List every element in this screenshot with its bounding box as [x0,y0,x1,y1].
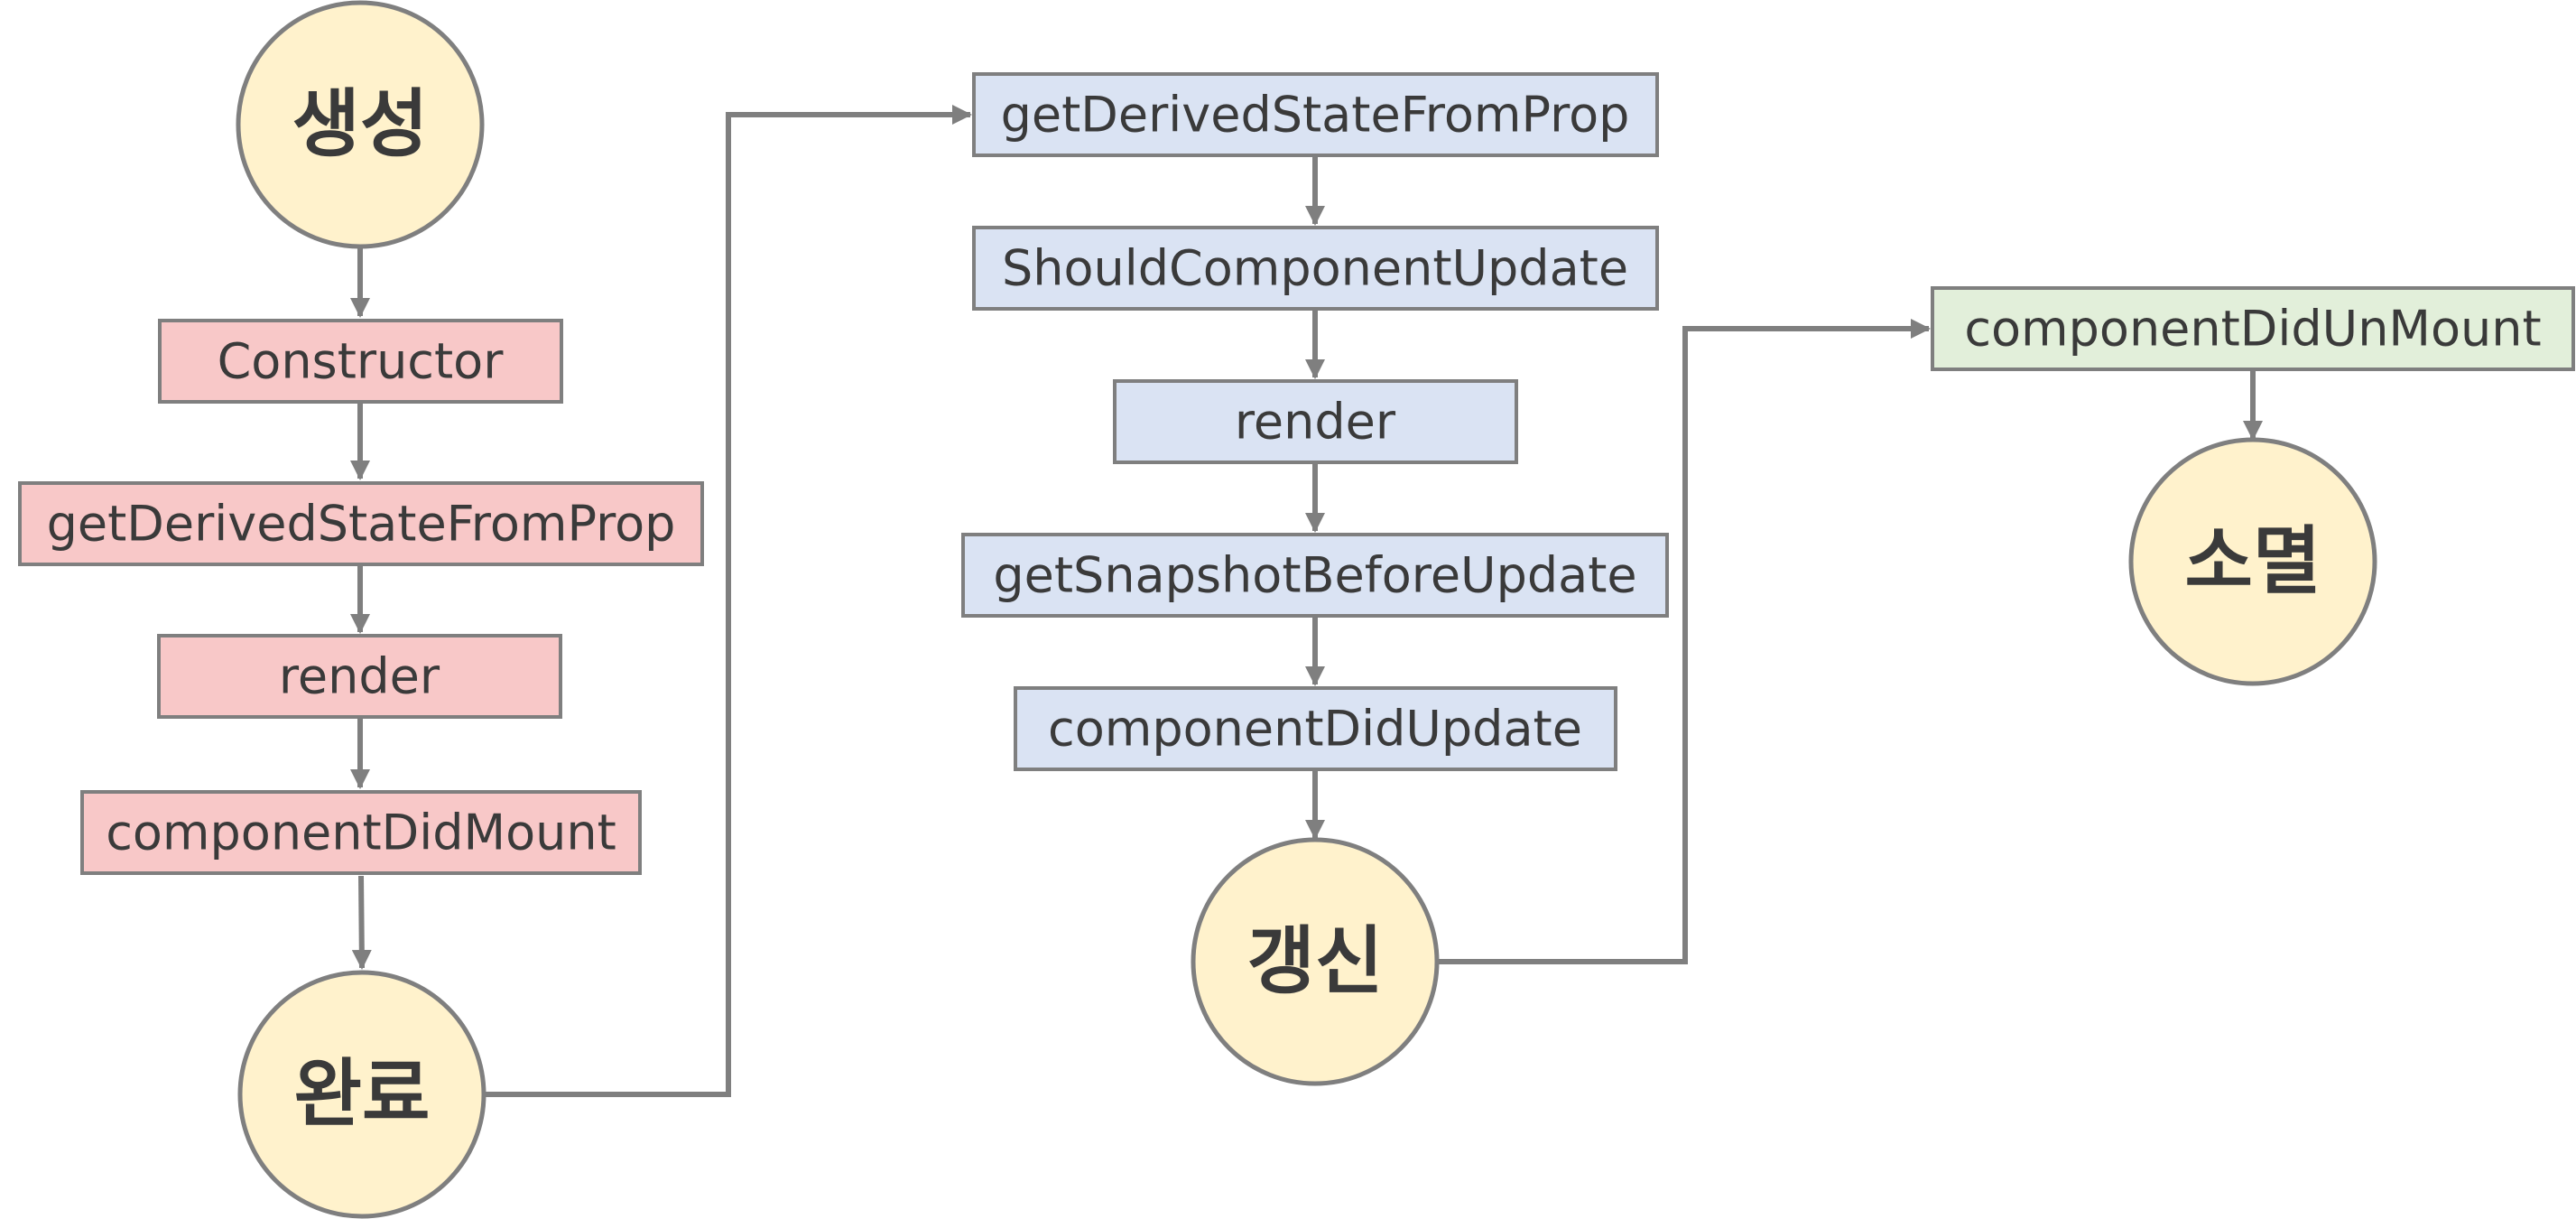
mount-derived-state-node: getDerivedStateFromProp [18,481,704,566]
update-did-update-node: componentDidUpdate [1014,686,1617,771]
update-should-update-node: ShouldComponentUpdate [972,226,1659,311]
state-destroyed: 소멸 [2128,437,2377,686]
arrow-mounted-to-update-derived-state [485,105,972,1097]
update-render-label: render [1235,394,1396,451]
arrow-updated-to-did-unmount [1437,319,1931,964]
connectors [350,105,2263,1097]
mount-render-node: render [157,634,562,719]
state-destroyed-circle [2128,437,2377,686]
update-derived-state-label: getDerivedStateFromProp [1001,87,1630,144]
mount-constructor-label: Constructor [218,333,505,390]
update-render-node: render [1113,379,1518,464]
update-snapshot-label: getSnapshotBeforeUpdate [993,547,1636,604]
update-snapshot-box [961,533,1669,618]
state-mounted-label: 완료 [294,1052,431,1138]
unmount-phase: componentDidUnMount [1931,286,2575,371]
arrow-did-mount-to-mounted [351,875,372,970]
mount-did-mount-label: componentDidMount [106,805,616,861]
unmount-did-unmount-box [1931,286,2575,371]
state-creation: 생성 [236,0,485,249]
update-phase: getDerivedStateFromProp ShouldComponentU… [961,72,1669,771]
update-did-update-box [1014,686,1617,771]
update-snapshot-node: getSnapshotBeforeUpdate [961,533,1669,618]
mount-phase: Constructor getDerivedStateFromProp rend… [18,319,704,875]
mount-constructor-box [158,319,563,404]
mount-derived-state-label: getDerivedStateFromProp [47,496,676,553]
update-should-update-box [972,226,1659,311]
update-did-update-label: componentDidUpdate [1048,701,1582,758]
state-updated-label: 갱신 [1247,919,1384,1005]
mount-did-mount-box [80,790,642,875]
state-mounted: 완료 [237,970,486,1219]
mount-derived-state-box [18,481,704,566]
mount-render-label: render [279,648,440,705]
unmount-did-unmount-node: componentDidUnMount [1931,286,2575,371]
state-destroyed-label: 소멸 [2185,519,2321,605]
mount-did-mount-node: componentDidMount [80,790,642,875]
update-render-box [1113,379,1518,464]
state-creation-label: 생성 [292,82,429,168]
update-should-update-label: ShouldComponentUpdate [1002,240,1628,297]
mount-constructor-node: Constructor [158,319,563,404]
mount-render-box [157,634,562,719]
state-updated: 갱신 [1191,837,1440,1086]
update-derived-state-box [972,72,1659,157]
unmount-did-unmount-label: componentDidUnMount [1964,301,2541,358]
state-mounted-circle [237,970,486,1219]
state-creation-circle [236,0,485,249]
state-updated-circle [1191,837,1440,1086]
update-derived-state-node: getDerivedStateFromProp [972,72,1659,157]
